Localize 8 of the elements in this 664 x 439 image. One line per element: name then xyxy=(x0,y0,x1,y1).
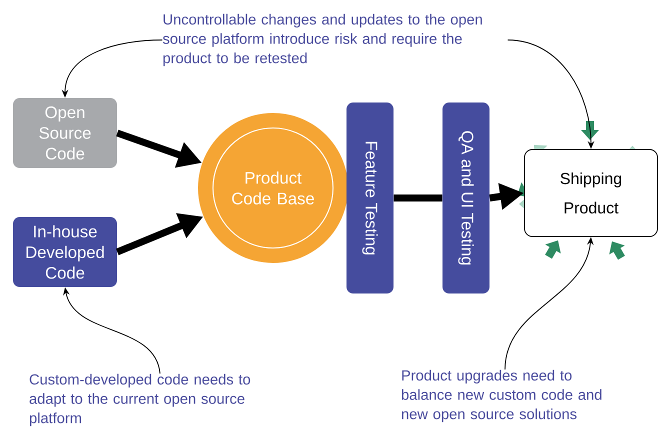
note-text: Custom-developed code needs to adapt to the current open source platform xyxy=(30,374,250,426)
product-box: Shipping Product xyxy=(524,149,658,237)
note-text: Product upgrades need to balance new custom code and new open source solutions xyxy=(402,370,602,422)
testing-bar: Feature Testing xyxy=(346,102,394,294)
note-text: Uncontrollable changes and updates to the open source platform introduce risk and require the product to be retested xyxy=(162,14,482,66)
testing-bar: QA and UI Testing xyxy=(442,102,490,294)
source-box: In-house Developed Code xyxy=(13,217,117,287)
source-box: Open Source Code xyxy=(13,98,117,168)
